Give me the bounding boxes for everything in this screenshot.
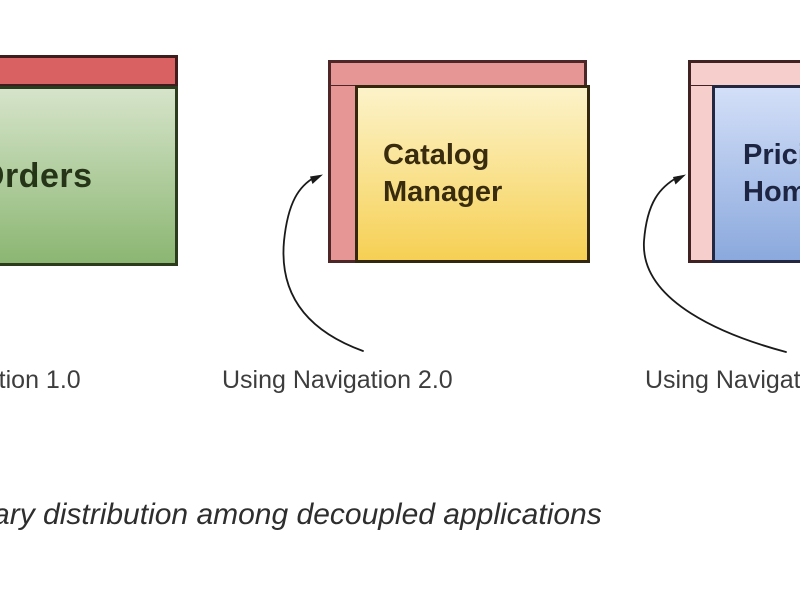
orders-node-header-bar (0, 55, 178, 87)
catalog-node-caption: Using Navigation 2.0 (222, 366, 453, 394)
pricing-node: Pricing Homepage (712, 85, 800, 263)
pricing-node-navigation-stripe (688, 86, 715, 263)
catalog-node: Catalog Manager (355, 85, 590, 263)
catalog-node-label: Catalog Manager (383, 139, 503, 208)
pricing-node-caption: Using Navigation 2.0 (645, 366, 800, 394)
orders-node-label: Orders (0, 156, 93, 195)
catalog-node-navigation-bar (328, 60, 587, 88)
figure-caption: Library distribution among decoupled app… (0, 498, 602, 531)
pricing-node-label: Pricing Homepage (743, 139, 800, 208)
catalog-node-navigation-stripe (328, 86, 358, 263)
orders-node: Orders (0, 86, 178, 266)
pricing-node-navigation-bar (688, 60, 800, 88)
orders-node-caption: Using Navigation 1.0 (0, 366, 81, 394)
